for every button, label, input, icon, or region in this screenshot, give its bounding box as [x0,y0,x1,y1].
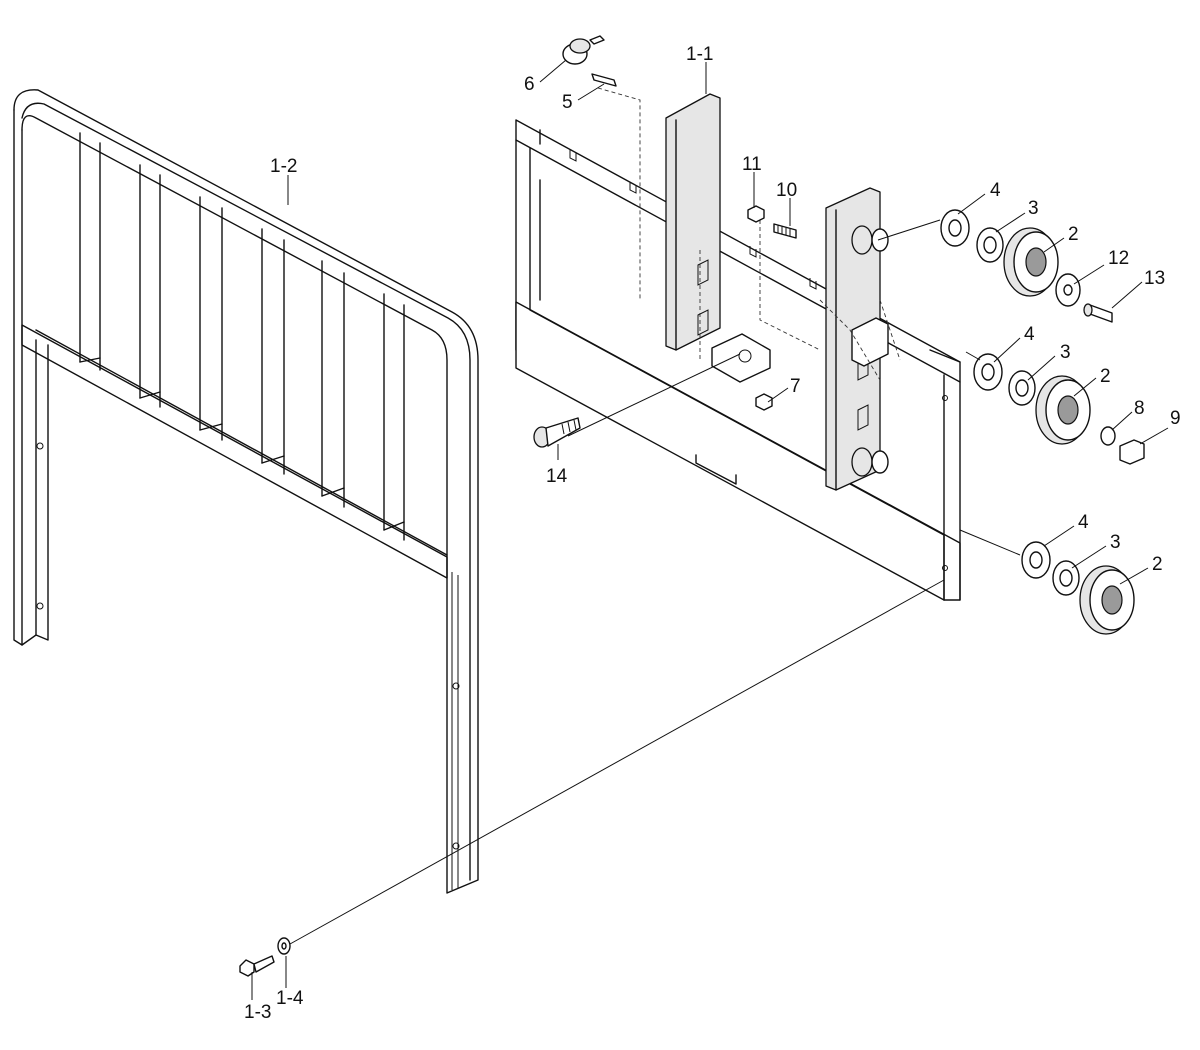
roller-stack-middle [973,353,1145,465]
callout-2c: 2 [1152,554,1163,575]
part-14-capscrew [533,417,581,448]
callout-4b: 4 [1024,324,1035,345]
callout-1-4: 1-4 [276,988,304,1009]
callout-4a: 4 [990,180,1001,201]
callout-9: 9 [1170,408,1181,429]
roller-stack-upper [940,209,1113,323]
callout-2a: 2 [1068,224,1079,245]
part-10-setscrew [773,223,797,239]
callout-1-2: 1-2 [270,156,297,177]
load-backrest [13,89,479,894]
callout-10: 10 [776,180,797,201]
callout-1-3: 1-3 [244,1002,271,1023]
fork-carriage [515,93,961,601]
callout-3b: 3 [1060,342,1071,363]
callout-2b: 2 [1100,366,1111,387]
callout-11: 11 [742,154,762,175]
callout-6: 6 [524,74,535,95]
part-5-pin [591,73,617,87]
leader-lines [251,59,1169,1000]
callout-5: 5 [562,92,573,113]
part-6-knob [562,35,605,65]
callout-labels: 1-1 1-2 1-3 1-4 2 2 2 3 3 3 4 4 4 5 6 7 … [244,44,1181,1023]
part-7-nut [755,393,773,411]
part-11-nut [747,205,765,223]
callout-3a: 3 [1028,198,1039,219]
callout-7: 7 [790,376,801,397]
callout-4c: 4 [1078,512,1089,533]
hidden-lines [597,87,901,381]
callout-14: 14 [546,466,568,487]
callout-1-1: 1-1 [686,44,713,65]
callout-13: 13 [1144,268,1165,289]
callout-3c: 3 [1110,532,1121,553]
bolt-and-washer [239,937,291,977]
callout-12: 12 [1108,248,1129,269]
roller-stack-lower [1021,541,1135,635]
assembly-lines [289,219,1021,945]
callout-8: 8 [1134,398,1145,419]
